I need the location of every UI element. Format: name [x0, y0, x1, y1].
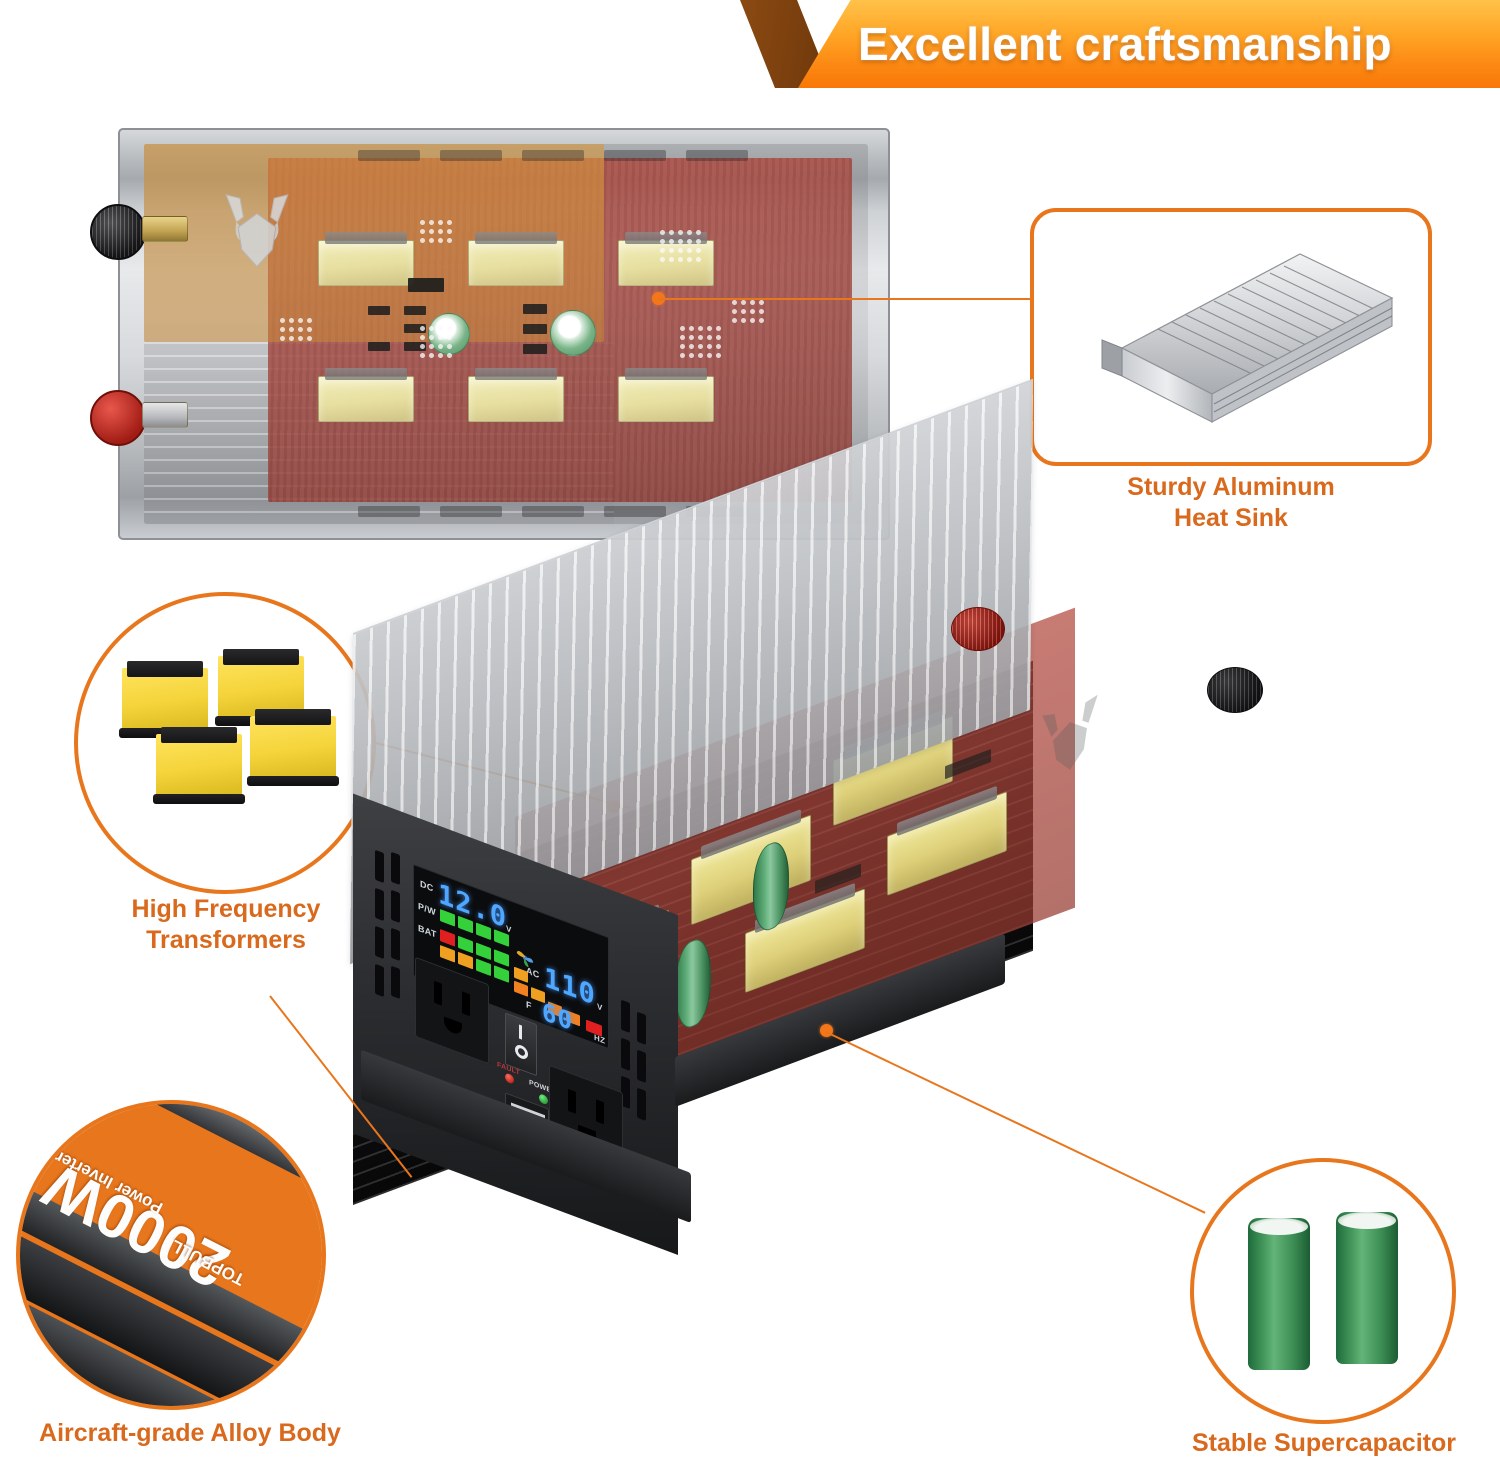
callout-label-supercapacitor: Stable Supercapacitor: [1192, 1429, 1456, 1457]
xray-component-array: [278, 316, 314, 344]
front-vent-slot: [391, 851, 400, 886]
terminal-screw: [142, 402, 188, 428]
negative-terminal-knob: [1207, 667, 1263, 713]
lcd-label-pw: P/W: [418, 900, 436, 918]
positive-terminal-knob: [951, 607, 1005, 651]
main-inverter-unit: DC 12.0 V P/W BAT: [345, 378, 1295, 1385]
callout-label-transformers: High Frequency Transformers: [131, 895, 321, 954]
lcd-bat-bar: [476, 942, 491, 961]
front-vent-slot: [621, 999, 630, 1034]
banner-background: [798, 0, 1500, 88]
xray-chip: [523, 324, 547, 334]
supercapacitor-icon: [1248, 1218, 1310, 1370]
callout-label-alloy-body: Aircraft-grade Alloy Body: [39, 1419, 341, 1447]
header-banner: Excellent craftsmanship: [740, 0, 1500, 96]
front-vent-slot: [637, 1011, 646, 1046]
xray-chip: [368, 342, 390, 351]
terminal-screw: [142, 216, 188, 242]
front-vent-slot: [621, 1037, 630, 1072]
xray-supercapacitor: [550, 310, 596, 356]
xray-ic: [408, 278, 444, 292]
front-vent-slot: [637, 1049, 646, 1084]
callout-label-heat-sink: Sturdy Aluminum Heat Sink: [1127, 473, 1335, 532]
xray-vent-slot: [604, 150, 666, 161]
lcd-unit-ac: V: [597, 1001, 603, 1013]
xray-transformer: [318, 232, 414, 286]
bull-head-logo: [225, 194, 289, 268]
xray-vent-slot: [686, 150, 748, 161]
xray-vent-slot: [604, 506, 666, 517]
lcd-value-freq: 60: [542, 997, 573, 1037]
inverter-transformer: [887, 791, 1007, 896]
front-vent-slot: [391, 927, 400, 962]
xray-component-array: [658, 228, 702, 262]
front-vent-slot: [375, 925, 384, 960]
lcd-label-bat: BAT: [418, 922, 437, 940]
aluminum-heat-sink-icon: [1101, 253, 1394, 423]
xray-chip: [523, 304, 547, 314]
xray-component-array: [418, 218, 454, 246]
lcd-label-freq: F: [526, 999, 532, 1012]
xray-chip: [404, 306, 426, 315]
leader-line-heatsink: [658, 298, 1032, 300]
callout-transformers-frame: [74, 592, 376, 894]
xray-chip: [368, 306, 390, 315]
xray-vent-slot: [358, 150, 420, 161]
xray-vent-slot: [440, 506, 502, 517]
xray-component-array: [730, 298, 766, 326]
fan-icon: [516, 950, 534, 968]
inverter-front-panel: DC 12.0 V P/W BAT: [353, 793, 678, 1255]
lcd-bat-bar: [440, 929, 455, 947]
lcd-bat-bar: [494, 965, 509, 983]
lcd-bat-bar: [494, 949, 509, 967]
front-vent-slot: [375, 849, 384, 884]
xray-vent-slot: [522, 150, 584, 161]
front-vent-slot: [375, 963, 384, 998]
top-view-xray-inverter: [90, 128, 890, 540]
negative-terminal-post: [90, 204, 146, 260]
lcd-label-dc: DC: [420, 878, 434, 894]
xray-component-array: [418, 324, 454, 360]
transformer-icon: [152, 726, 246, 805]
lcd-bat-bar: [476, 958, 491, 977]
lcd-label-ac: AC: [526, 965, 540, 981]
xray-transformer: [468, 232, 564, 286]
transformer-icon: [246, 708, 340, 787]
lcd-unit-freq: HZ: [594, 1032, 606, 1046]
lcd-bat-bar: [440, 945, 455, 963]
bull-head-logo: [1042, 694, 1098, 770]
power-led: [539, 1093, 548, 1106]
page-title: Excellent craftsmanship: [858, 18, 1392, 70]
xray-vent-slot: [522, 506, 584, 517]
alloy-body-closeup: 2000W Power Inverter TOPBULL: [20, 1104, 322, 1406]
positive-terminal-post: [90, 390, 146, 446]
xray-transformer: [318, 368, 414, 422]
transformer-icon: [118, 660, 212, 739]
inverter-supercapacitor: [675, 933, 711, 1034]
front-vent-slot: [391, 889, 400, 924]
xray-transformer: [618, 368, 714, 422]
callout-supercapacitor-frame: [1190, 1158, 1456, 1424]
front-vent-slot: [391, 965, 400, 1000]
lcd-bat-bar: [458, 951, 473, 970]
xray-vent-slot: [440, 150, 502, 161]
xray-chip: [404, 324, 426, 333]
callout-alloy-body-frame: 2000W Power Inverter TOPBULL: [16, 1100, 326, 1410]
callout-heat-sink-frame: [1030, 208, 1432, 466]
lcd-ac-bar: [514, 980, 528, 997]
lcd-bat-bar: [458, 935, 473, 954]
xray-chip: [404, 342, 426, 351]
xray-component-array: [678, 324, 722, 358]
lcd-display-panel: DC 12.0 V P/W BAT: [413, 863, 609, 1050]
xray-vent-slot: [358, 506, 420, 517]
front-vent-slot: [637, 1087, 646, 1122]
xray-transformer: [468, 368, 564, 422]
front-vent-slot: [375, 887, 384, 922]
supercapacitor-icon: [1336, 1212, 1398, 1364]
xray-chip: [523, 344, 547, 354]
transformer-icon: [214, 648, 308, 727]
